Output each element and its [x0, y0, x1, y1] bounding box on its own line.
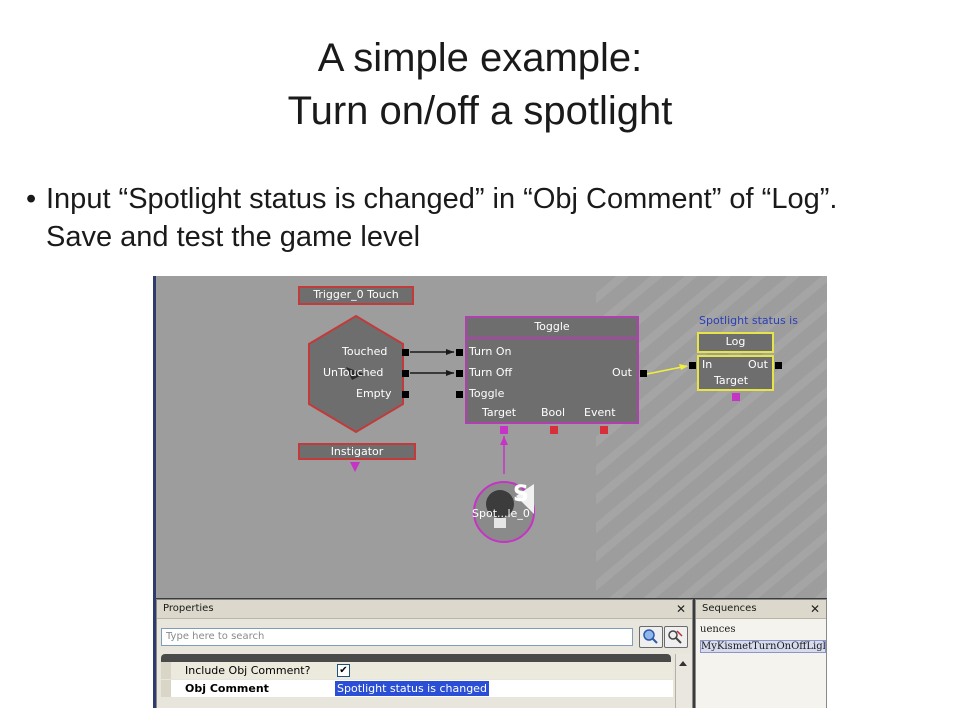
toggle-connector[interactable] — [456, 391, 463, 398]
property-row-obj-comment[interactable]: Obj Comment Spotlight status is changed — [161, 680, 673, 697]
log-out-connector[interactable] — [775, 362, 782, 369]
touched-label: Touched — [342, 345, 388, 358]
target-var-connector[interactable] — [500, 426, 508, 434]
trigger-icon — [346, 367, 364, 380]
kismet-canvas[interactable]: Trigger_0 Touch Touched UnTouched Empty … — [156, 276, 827, 598]
close-icon[interactable]: ✕ — [809, 602, 820, 616]
bool-var-label: Bool — [541, 406, 566, 419]
log-comment: Spotlight status is — [699, 314, 798, 327]
property-category-bar[interactable] — [161, 654, 671, 662]
row-gutter — [161, 680, 171, 697]
bool-var-connector[interactable] — [550, 426, 558, 434]
kismet-graph — [298, 286, 782, 543]
spotlight-glyph: S — [513, 482, 529, 507]
event-var-label: Event — [584, 406, 616, 419]
close-icon[interactable]: ✕ — [675, 602, 686, 616]
log-out-label: Out — [748, 358, 768, 371]
instigator-label: Instigator — [330, 445, 384, 458]
spotlight-beam-icon — [516, 484, 534, 514]
slide-title-line-1: A simple example: — [317, 36, 643, 80]
property-name: Include Obj Comment? — [185, 664, 311, 677]
editor-screenshot: Trigger_0 Touch Touched UnTouched Empty … — [153, 276, 827, 708]
search-icon[interactable] — [639, 626, 663, 648]
obj-comment-value-field[interactable]: Spotlight status is changed — [335, 681, 489, 696]
toggle-out-label: Out — [612, 366, 632, 379]
untouched-label: UnTouched — [323, 366, 384, 379]
touched-connector[interactable] — [402, 349, 409, 356]
slide-title: A simple example: Turn on/off a spotligh… — [0, 32, 960, 138]
row-gutter — [161, 662, 171, 679]
link-arrow-3 — [679, 364, 688, 370]
sequence-tree-item[interactable]: uences — [700, 624, 736, 635]
instigator-bar[interactable] — [298, 443, 416, 460]
log-title-bar[interactable] — [697, 332, 774, 353]
lightbulb-base-icon — [494, 518, 506, 528]
sequences-title: Sequences — [702, 603, 757, 614]
instigator-connector[interactable] — [350, 462, 360, 472]
turn-off-label: Turn Off — [469, 366, 513, 379]
log-target-label: Target — [714, 374, 749, 387]
trigger-title-bar[interactable] — [298, 286, 414, 305]
properties-header: Properties ✕ — [157, 600, 692, 619]
toggle-out-connector[interactable] — [640, 370, 647, 377]
toggle-title: Toggle — [534, 320, 570, 333]
link-arrow-4 — [500, 436, 508, 445]
link-arrow-1 — [446, 349, 454, 355]
event-var-connector[interactable] — [600, 426, 608, 434]
log-in-connector[interactable] — [689, 362, 696, 369]
properties-title: Properties — [163, 603, 214, 614]
properties-scrollbar[interactable] — [675, 654, 690, 708]
bullet-text: Input “Spotlight status is changed” in “… — [46, 183, 838, 253]
empty-connector[interactable] — [402, 391, 409, 398]
toggle-input-label: Toggle — [469, 387, 505, 400]
untouched-connector[interactable] — [402, 370, 409, 377]
toggle-body[interactable] — [465, 337, 639, 424]
link-arrow-2 — [446, 370, 454, 376]
sequence-item-selected[interactable]: MyKismetTurnOnOffLigl — [700, 640, 826, 653]
bullet-dot-icon: • — [26, 183, 37, 215]
property-name: Obj Comment — [185, 682, 269, 695]
lightbulb-icon — [486, 490, 514, 518]
properties-panel: Properties ✕ Type here to search Include… — [156, 599, 693, 708]
empty-label: Empty — [356, 387, 392, 400]
slide-title-line-2: Turn on/off a spotlight — [287, 89, 673, 133]
spotlight-label: Spot...le_0 — [472, 507, 530, 520]
log-title: Log — [725, 335, 746, 348]
include-comment-checkbox[interactable]: ✔ — [337, 664, 350, 677]
clear-search-icon[interactable] — [664, 626, 688, 648]
window-frame — [153, 276, 156, 708]
log-body[interactable] — [697, 355, 774, 391]
turn-on-connector[interactable] — [456, 349, 463, 356]
turn-on-label: Turn On — [469, 345, 512, 358]
sequences-panel: Sequences ✕ uences MyKismetTurnOnOffLigl — [695, 599, 827, 708]
property-row-include-comment[interactable]: Include Obj Comment? ✔ — [161, 662, 673, 679]
log-target-connector[interactable] — [732, 393, 740, 401]
property-search-input[interactable]: Type here to search — [161, 628, 633, 646]
trigger-title: Trigger_0 Touch — [313, 288, 399, 301]
sequences-header: Sequences ✕ — [696, 600, 826, 619]
target-var-label: Target — [482, 406, 517, 419]
turn-off-connector[interactable] — [456, 370, 463, 377]
log-in-label: In — [702, 358, 713, 371]
